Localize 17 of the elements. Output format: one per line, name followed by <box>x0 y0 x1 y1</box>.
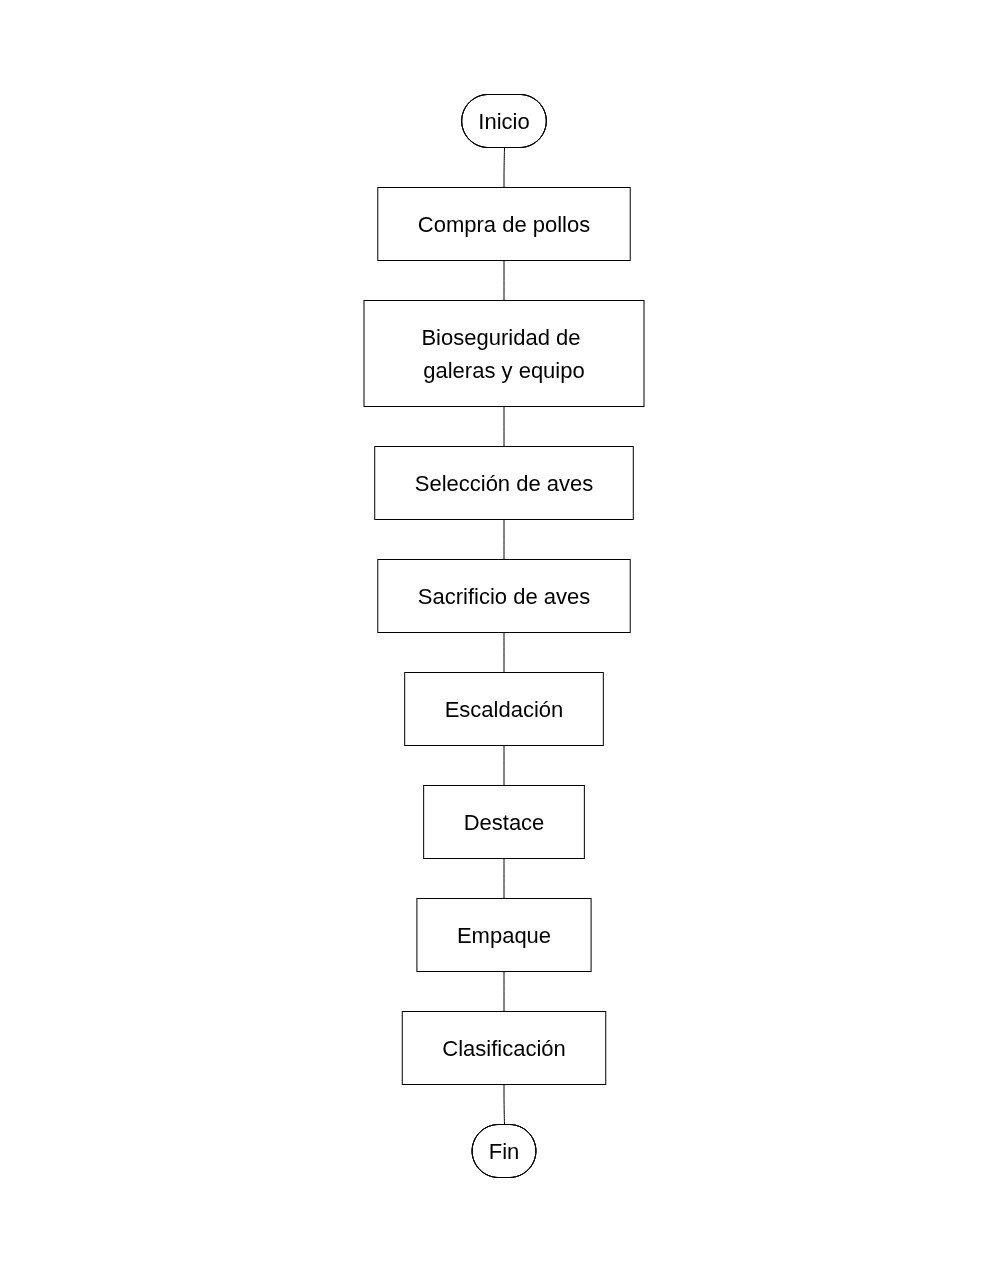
node-box: Clasificación <box>401 1010 607 1085</box>
connector <box>503 259 505 301</box>
node-box: Bioseguridad de galeras y equipo <box>363 299 645 407</box>
connector <box>503 631 505 673</box>
node-box: Escaldación <box>404 671 604 746</box>
connector <box>503 857 505 899</box>
connector <box>503 970 505 1012</box>
connector <box>503 744 505 786</box>
connector <box>503 405 505 447</box>
connector <box>503 147 505 188</box>
node-box: Destace <box>423 784 585 859</box>
node-box: Sacrificio de aves <box>377 558 631 633</box>
connector <box>503 1083 505 1125</box>
node-box: Empaque <box>416 897 592 972</box>
node-box: Compra de pollos <box>377 186 631 261</box>
connector <box>503 518 505 560</box>
node-box: Selección de aves <box>374 445 634 520</box>
